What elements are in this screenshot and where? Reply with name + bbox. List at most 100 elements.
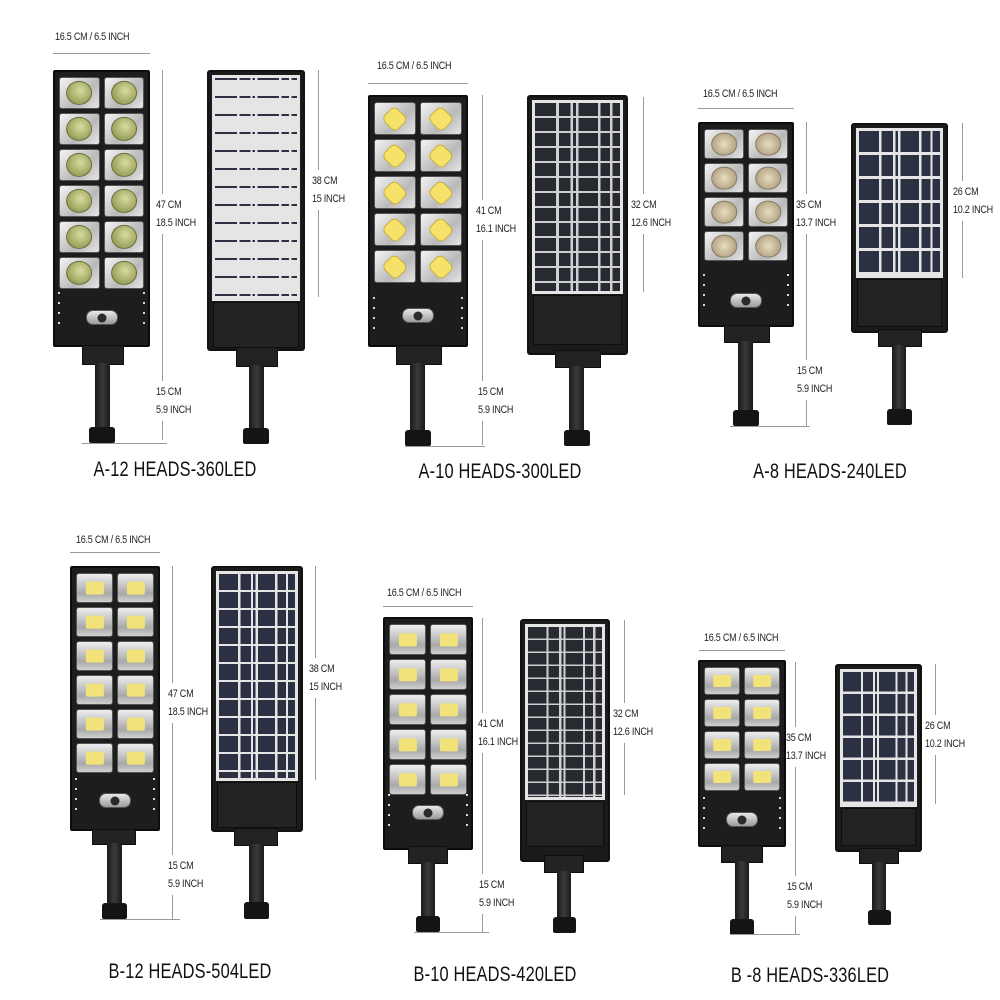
mount-bracket: [82, 345, 124, 365]
mount-foot: [564, 430, 590, 446]
mount-foot: [102, 903, 127, 919]
led-head-icon: [76, 675, 113, 705]
led-grid: [389, 624, 467, 795]
led-head-icon: [117, 641, 154, 671]
mount-arm: [95, 363, 110, 431]
pole-cm: 15 CM: [479, 879, 505, 891]
panel-cm: 38 CM: [312, 175, 338, 187]
pole-inch: 5.9 INCH: [168, 878, 204, 890]
led-head-icon: [744, 763, 780, 791]
led-head-icon: [59, 185, 100, 217]
width-dimension-line: [70, 552, 160, 553]
height-inch: 16.1 INCH: [476, 223, 516, 235]
solar-panel: [520, 619, 610, 862]
led-head-icon: [103, 77, 144, 109]
pole-inch: 5.9 INCH: [478, 404, 514, 416]
panel-inch: 12.6 INCH: [631, 217, 671, 229]
screw-dots: [703, 274, 705, 314]
lamp-body: [698, 122, 794, 327]
width-label: 16.5 CM / 6.5 INCH: [55, 31, 130, 43]
panel-cm: 32 CM: [631, 199, 657, 211]
mount-bracket: [236, 347, 278, 367]
height-dimension-line: [795, 662, 796, 934]
led-head-icon: [704, 731, 740, 759]
pole-cm: 15 CM: [156, 386, 182, 398]
height-cm: 47 CM: [168, 688, 194, 700]
width-label: 16.5 CM / 6.5 INCH: [76, 534, 151, 546]
screw-dots: [143, 292, 145, 332]
height-label: 41 CM 16.1 INCH: [478, 713, 518, 753]
led-head-icon: [117, 573, 154, 603]
product-title: A-12 HEADS-360LED: [93, 458, 257, 481]
led-head-icon: [374, 213, 416, 246]
mount-foot: [868, 910, 891, 925]
led-grid: [704, 129, 788, 261]
height-inch: 18.5 INCH: [156, 217, 196, 229]
height-cm: 41 CM: [476, 205, 502, 217]
led-head-icon: [374, 250, 416, 283]
led-head-icon: [420, 102, 462, 135]
mount-arm: [892, 345, 906, 411]
base-line: [100, 919, 180, 920]
pole-length-label: 15 CM 5.9 INCH: [797, 360, 832, 400]
mount-foot: [553, 917, 576, 933]
led-grid: [76, 573, 154, 773]
led-head-icon: [420, 213, 462, 246]
mount-arm: [735, 861, 749, 921]
mount-arm: [872, 862, 886, 912]
led-head-icon: [76, 743, 113, 773]
product-title: B-10 HEADS-420LED: [413, 963, 577, 986]
product-title: B-12 HEADS-504LED: [108, 960, 272, 983]
led-head-icon: [389, 624, 426, 655]
mount-foot: [730, 919, 754, 935]
mount-foot: [243, 428, 269, 444]
led-head-icon: [76, 573, 113, 603]
battery-box: [217, 782, 297, 828]
mount-foot: [416, 916, 440, 932]
screw-dots: [787, 274, 789, 314]
height-cm: 41 CM: [478, 718, 504, 730]
led-head-icon: [117, 709, 154, 739]
screw-dots: [153, 778, 155, 818]
pole-cm: 15 CM: [797, 365, 823, 377]
led-grid: [59, 77, 144, 289]
solar-panel: [207, 70, 305, 351]
solar-cells: [532, 100, 623, 294]
motion-sensor-icon: [99, 793, 131, 808]
panel-inch: 15 INCH: [312, 193, 345, 205]
solar-panel: [835, 664, 922, 852]
width-label: 16.5 CM / 6.5 INCH: [387, 587, 462, 599]
led-head-icon: [430, 729, 467, 760]
pole-cm: 15 CM: [787, 881, 813, 893]
screw-dots: [461, 297, 463, 337]
mount-foot: [244, 902, 269, 919]
height-inch: 16.1 INCH: [478, 736, 518, 748]
led-head-icon: [748, 163, 788, 193]
screw-dots: [75, 778, 77, 818]
led-head-icon: [704, 163, 744, 193]
panel-inch: 10.2 INCH: [953, 204, 993, 216]
height-label: 41 CM 16.1 INCH: [476, 200, 516, 240]
led-head-icon: [748, 197, 788, 227]
base-line: [414, 932, 489, 933]
pole-inch: 5.9 INCH: [797, 383, 833, 395]
width-label: 16.5 CM / 6.5 INCH: [704, 632, 779, 644]
led-head-icon: [420, 139, 462, 172]
led-head-icon: [76, 709, 113, 739]
height-dimension-line: [482, 95, 483, 445]
mount-arm: [557, 871, 571, 919]
height-dimension-line: [806, 122, 807, 427]
led-head-icon: [76, 641, 113, 671]
led-head-icon: [704, 667, 740, 695]
pole-cm: 15 CM: [168, 860, 194, 872]
height-cm: 35 CM: [786, 732, 812, 744]
height-inch: 13.7 INCH: [796, 217, 836, 229]
